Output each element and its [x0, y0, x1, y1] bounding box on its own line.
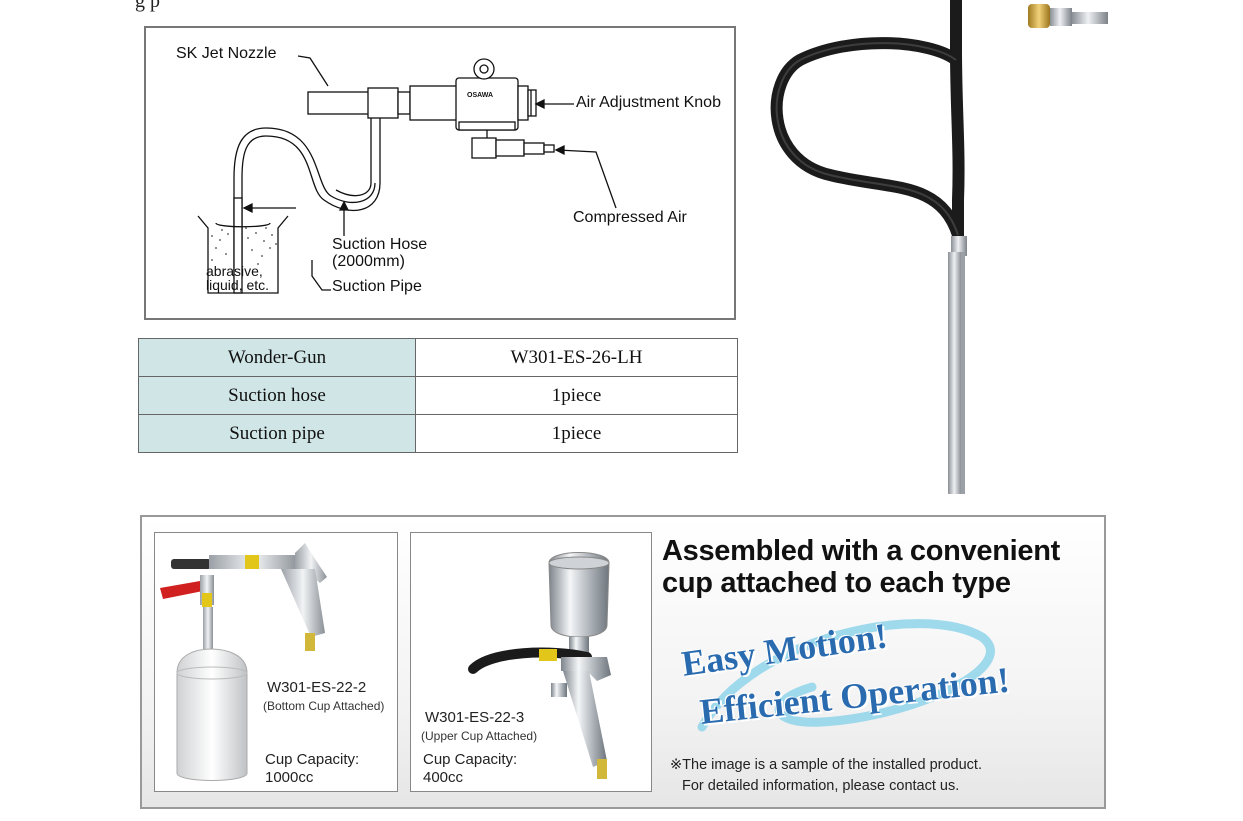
cup-capacity-label: Cup Capacity:: [423, 751, 518, 768]
label-abrasive-line2: liquid, etc.: [206, 277, 270, 293]
model-description: (Upper Cup Attached): [421, 729, 538, 743]
suction-hose-photo: [760, 0, 1120, 500]
table-row: Suction hose 1piece: [138, 376, 738, 415]
table-cell-key: Suction pipe: [138, 414, 416, 453]
gun-diagram-drawing: [197, 55, 617, 294]
table-row: Suction pipe 1piece: [138, 414, 738, 453]
banner-headline: Assembled with a convenient cup attached…: [662, 535, 1060, 599]
suction-hose-image: [770, 0, 1108, 494]
label-suction-pipe: Suction Pipe: [332, 278, 422, 295]
table-cell-value: W301-ES-26-LH: [415, 338, 738, 377]
model-number: W301-ES-22-2: [267, 679, 367, 696]
product-card-upper-cup: W301-ES-22-3 (Upper Cup Attached) Cup Ca…: [410, 532, 652, 792]
table-cell-key: Wonder-Gun: [138, 338, 416, 377]
cup-capacity-value: 1000cc: [265, 769, 314, 786]
headline-line2: cup attached to each type: [662, 567, 1011, 599]
cup-capacity: Cup Capacity: 1000cc: [265, 751, 359, 787]
banner-note: ※The image is a sample of the installed …: [670, 755, 982, 797]
label-air-adjustment-knob: Air Adjustment Knob: [576, 94, 721, 111]
note-line1: ※The image is a sample of the installed …: [670, 757, 982, 773]
table-cell-key: Suction hose: [138, 376, 416, 415]
cropped-text-fragment: g p: [135, 0, 160, 12]
note-line2: For detailed information, please contact…: [682, 778, 960, 794]
label-abrasive-line1: abrasive,: [206, 263, 263, 279]
table-cell-value: 1piece: [415, 414, 738, 453]
cup-capacity-label: Cup Capacity:: [265, 751, 360, 768]
product-card-bottom-cup: W301-ES-22-2 (Bottom Cup Attached) Cup C…: [154, 532, 398, 792]
swirl-decoration: [697, 619, 995, 732]
headline-line1: Assembled with a convenient: [662, 535, 1060, 567]
cup-capacity-value: 400cc: [423, 769, 464, 786]
brand-mark: OSAWA: [467, 92, 494, 99]
table-cell-value: 1piece: [415, 376, 738, 415]
product-banner: W301-ES-22-2 (Bottom Cup Attached) Cup C…: [140, 515, 1106, 809]
label-abrasive: abrasive, liquid, etc.: [206, 264, 269, 292]
label-sk-jet-nozzle: SK Jet Nozzle: [176, 45, 277, 62]
cup-capacity: Cup Capacity: 400cc: [423, 751, 517, 787]
label-suction-hose-name: Suction Hose: [332, 236, 428, 253]
label-suction-hose-length: (2000mm): [332, 253, 405, 270]
spec-table: Wonder-Gun W301-ES-26-LH Suction hose 1p…: [138, 338, 738, 453]
table-row: Wonder-Gun W301-ES-26-LH: [138, 338, 738, 377]
gun-diagram: SK Jet Nozzle Air Adjustment Knob Compre…: [144, 26, 736, 320]
bottom-cup-gun-image: [160, 543, 327, 781]
label-compressed-air: Compressed Air: [573, 209, 687, 226]
model-description: (Bottom Cup Attached): [263, 699, 385, 713]
model-number: W301-ES-22-3: [425, 709, 525, 726]
upper-cup-gun-image: [468, 552, 611, 779]
label-suction-hose: Suction Hose (2000mm): [332, 236, 427, 270]
